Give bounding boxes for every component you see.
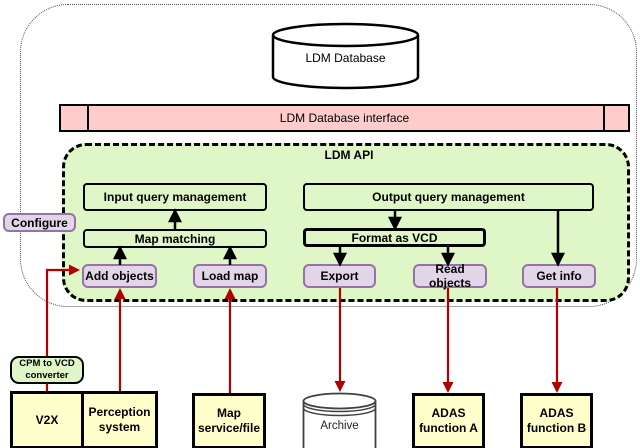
v2x-box: V2X [10, 391, 84, 448]
load-map-box: Load map [193, 264, 267, 288]
adas-function-b-box: ADAS function B [520, 393, 593, 448]
archive-cylinder-icon [302, 392, 377, 448]
ldm-database-cylinder: LDM Database [271, 22, 420, 90]
configure-box: Configure [3, 213, 76, 232]
ldm-database-interface-bar: LDM Database interface [59, 104, 630, 132]
ldm-api-label: LDM API [324, 148, 374, 162]
export-box: Export [303, 264, 376, 288]
ldm-database-label: LDM Database [305, 51, 386, 65]
map-matching-box: Map matching [83, 229, 267, 248]
archive-cylinder: Archive [302, 392, 377, 448]
interface-bar-right-divider [602, 105, 605, 131]
output-query-management-box: Output query management [303, 183, 594, 211]
format-as-vcd-box: Format as VCD [303, 228, 486, 247]
ldm-database-interface-label: LDM Database interface [279, 111, 410, 125]
archive-label: Archive [320, 420, 359, 432]
add-objects-box: Add objects [82, 264, 157, 288]
interface-bar-left-divider [86, 105, 89, 131]
get-info-box: Get info [522, 264, 596, 288]
input-query-management-box: Input query management [83, 183, 267, 211]
database-cylinder-icon [271, 22, 420, 90]
map-service-file-box: Map service/file [192, 393, 266, 448]
system-boundary-dotted-box [20, 4, 637, 307]
adas-function-a-box: ADAS function A [412, 393, 485, 448]
cpm-to-vcd-converter-box: CPM to VCD converter [10, 356, 84, 384]
perception-system-box: Perception system [81, 391, 158, 448]
read-objects-box: Read objects [413, 262, 487, 290]
